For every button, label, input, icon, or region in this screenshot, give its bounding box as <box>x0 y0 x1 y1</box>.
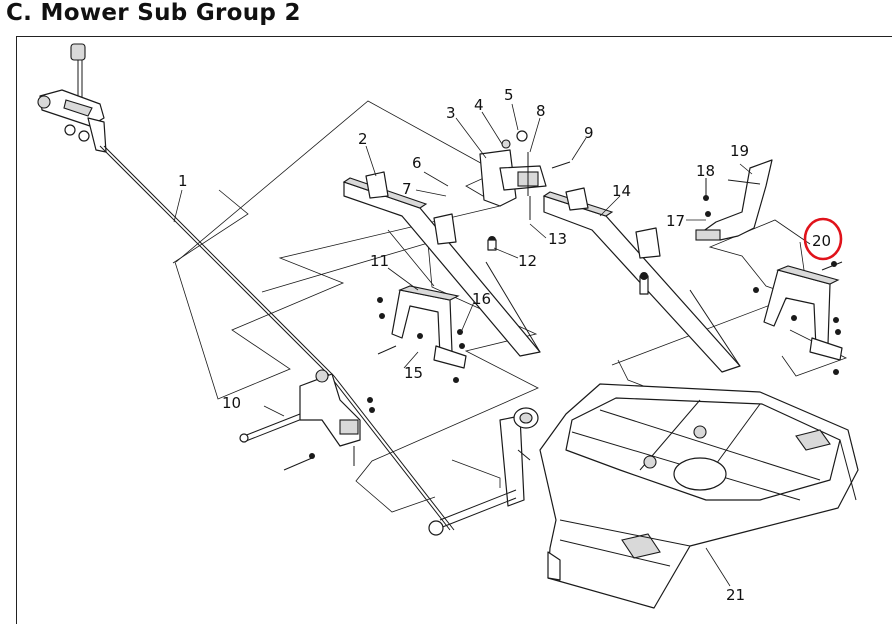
callout-4: 4 <box>474 96 484 114</box>
callout-20: 20 <box>812 232 831 250</box>
part-21-mower-deck <box>539 383 859 609</box>
part-14-right-rail <box>542 187 741 373</box>
page-title: C. Mower Sub Group 2 <box>6 0 301 26</box>
part-20-right-support <box>753 261 843 375</box>
callout-3: 3 <box>446 104 456 122</box>
callout-19: 19 <box>730 142 749 160</box>
reference-outline-left <box>172 100 502 400</box>
part-1-control-lever <box>37 43 455 531</box>
callout-6: 6 <box>412 154 422 172</box>
callout-9: 9 <box>584 124 594 142</box>
callout-21: 21 <box>726 586 745 604</box>
callout-12: 12 <box>518 252 537 270</box>
reference-outline-center <box>261 229 539 513</box>
callout-1: 1 <box>178 172 188 190</box>
part-3-upper-bracket <box>479 130 571 251</box>
callout-17: 17 <box>666 212 685 230</box>
callout-15: 15 <box>404 364 423 382</box>
callout-5: 5 <box>504 86 514 104</box>
callout-10: 10 <box>222 394 241 412</box>
part-10-pivot-linkage <box>239 369 375 471</box>
callout-13: 13 <box>548 230 567 248</box>
callout-14: 14 <box>612 182 631 200</box>
part-19-right-bracket <box>695 159 773 241</box>
lift-arm-assembly <box>428 407 539 536</box>
callout-16: 16 <box>472 290 491 308</box>
part-2-left-rail <box>342 171 541 357</box>
highlight-ring <box>803 217 843 261</box>
part-11-left-support <box>377 285 467 383</box>
callout-labels: 1 2 3 4 5 6 7 8 9 10 11 12 13 14 15 16 1… <box>178 86 831 604</box>
callout-8: 8 <box>536 102 546 120</box>
callout-2: 2 <box>358 130 368 148</box>
callout-18: 18 <box>696 162 715 180</box>
callout-11: 11 <box>370 252 389 270</box>
leader-lines <box>173 103 805 587</box>
callout-7: 7 <box>402 180 412 198</box>
diagram-frame <box>16 36 892 624</box>
